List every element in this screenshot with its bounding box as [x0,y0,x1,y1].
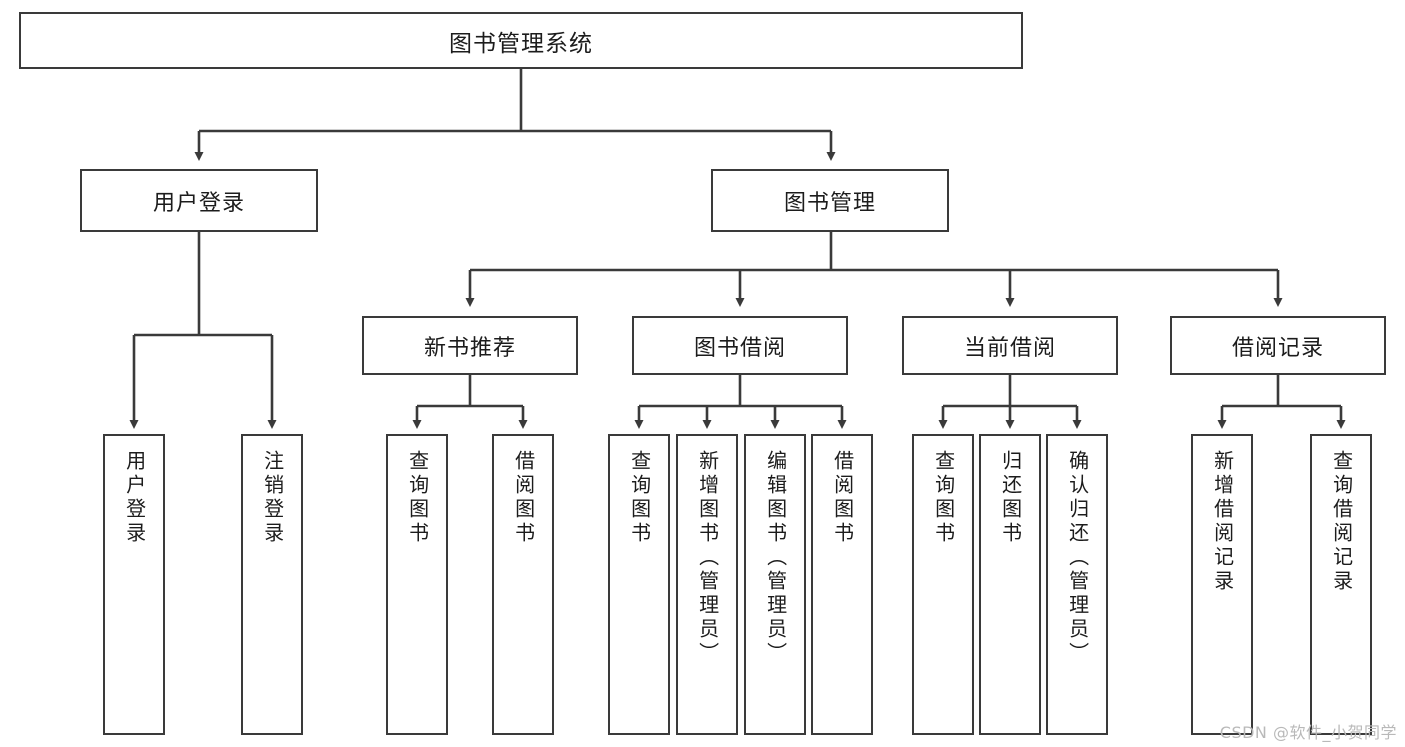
leaf-label: 借阅图书 [830,450,855,546]
leaf-label: 用户登录 [122,450,147,546]
leaf-label: 查询图书 [931,450,956,546]
leaf-user-login-logout[interactable]: 注销登录 [241,434,303,735]
leaf-label: 注销登录 [260,450,285,546]
node-book-management[interactable]: 图书管理 [711,169,949,232]
leaf-current-confirm-return-admin[interactable]: 确认归还（管理员） [1046,434,1108,735]
leaf-borrow-edit-book-admin[interactable]: 编辑图书（管理员） [744,434,806,735]
leaf-borrow-query-book[interactable]: 查询图书 [608,434,670,735]
leaf-record-add-record[interactable]: 新增借阅记录 [1191,434,1253,735]
leaf-label: 查询图书 [405,450,430,546]
leaf-label: 查询图书 [627,450,652,546]
leaf-current-return-book[interactable]: 归还图书 [979,434,1041,735]
leaf-borrow-borrow-book[interactable]: 借阅图书 [811,434,873,735]
node-user-login[interactable]: 用户登录 [80,169,318,232]
node-book-borrow[interactable]: 图书借阅 [632,316,848,375]
leaf-label: 新增借阅记录 [1210,450,1235,594]
leaf-recommend-borrow-book[interactable]: 借阅图书 [492,434,554,735]
leaf-label: 查询借阅记录 [1329,450,1354,594]
leaf-label: 归还图书 [998,450,1023,546]
leaf-current-query-book[interactable]: 查询图书 [912,434,974,735]
leaf-label: 编辑图书（管理员） [763,450,788,666]
node-borrow-record[interactable]: 借阅记录 [1170,316,1386,375]
leaf-recommend-query-book[interactable]: 查询图书 [386,434,448,735]
leaf-label: 借阅图书 [511,450,536,546]
leaf-borrow-add-book-admin[interactable]: 新增图书（管理员） [676,434,738,735]
leaf-label: 确认归还（管理员） [1065,450,1090,666]
leaf-record-query-record[interactable]: 查询借阅记录 [1310,434,1372,735]
leaf-label: 新增图书（管理员） [695,450,720,666]
node-current-borrow[interactable]: 当前借阅 [902,316,1118,375]
node-root-system[interactable]: 图书管理系统 [19,12,1023,69]
node-new-book-recommend[interactable]: 新书推荐 [362,316,578,375]
leaf-user-login-login[interactable]: 用户登录 [103,434,165,735]
